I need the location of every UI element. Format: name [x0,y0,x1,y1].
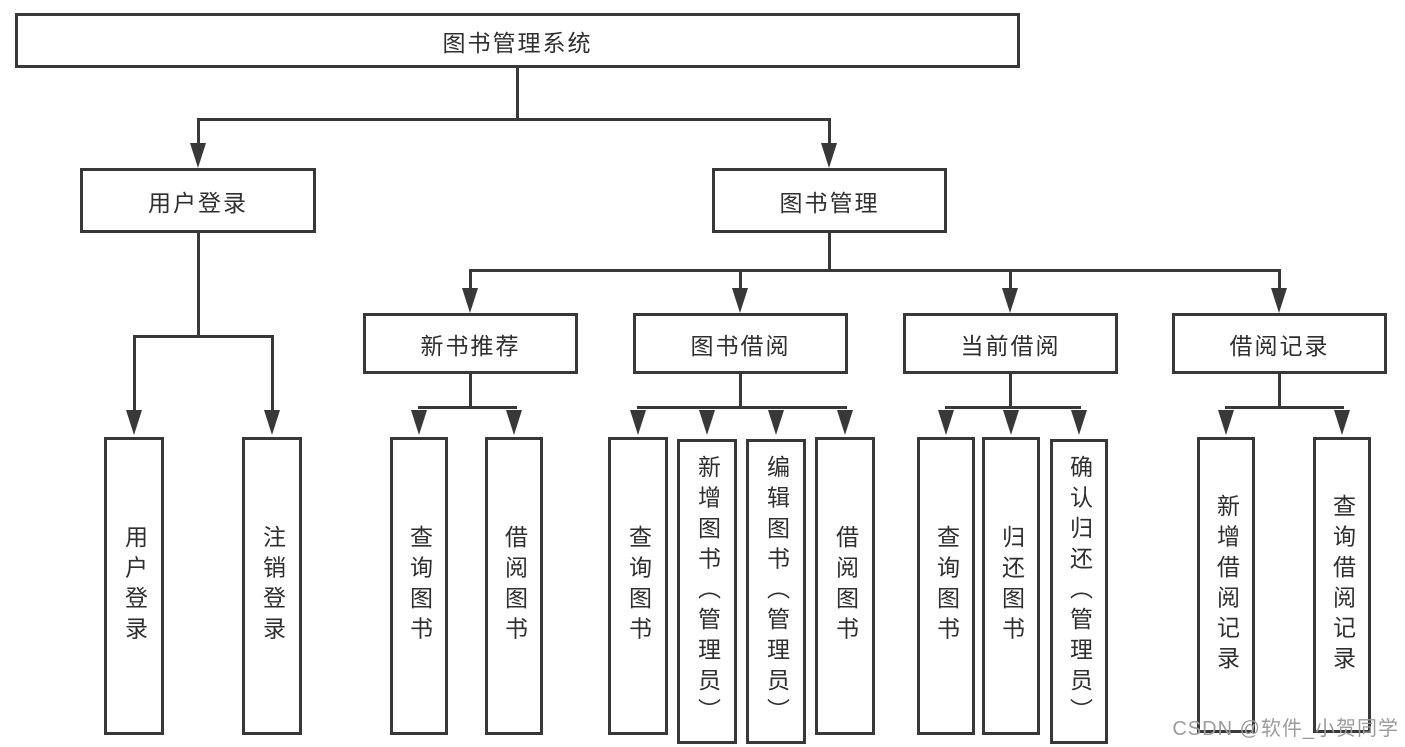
connector-line [469,269,472,291]
arrow-down-icon [699,410,715,435]
leaf-query-borrow-record-label: 查询借阅记录 [1329,493,1356,677]
arrow-down-icon [821,143,837,168]
node-book-borrow: 图书借阅 [633,313,848,374]
leaf-query-books-3-label: 查询图书 [933,525,960,647]
leaf-add-books-admin: 新增图书（管理员） [677,439,737,744]
node-user-login-label: 用户登录 [148,189,248,216]
connector-line [1225,406,1344,409]
leaf-edit-books-admin: 编辑图书（管理员） [746,439,806,744]
arrow-down-icon [630,410,646,435]
arrow-down-icon [1071,410,1087,435]
arrow-down-icon [1334,410,1350,435]
connector-line [133,335,274,338]
arrow-down-icon [1003,410,1019,435]
leaf-add-borrow-record-label: 新增借阅记录 [1213,493,1240,677]
arrow-down-icon [732,288,748,313]
arrow-down-icon [411,410,427,435]
node-book-borrow-label: 图书借阅 [690,332,791,359]
node-new-books-label: 新书推荐 [420,332,521,359]
arrow-down-icon [462,288,478,313]
connector-line [1278,269,1281,291]
node-user-login: 用户登录 [80,168,316,233]
node-root-label: 图书管理系统 [442,29,593,56]
connector-line [197,118,200,146]
node-current-borrow: 当前借阅 [903,313,1118,374]
connector-line [828,118,831,146]
leaf-borrow-books-1: 借阅图书 [485,437,543,735]
leaf-query-books-2: 查询图书 [608,437,668,735]
node-borrow-records: 借阅记录 [1172,313,1387,374]
leaf-confirm-return-admin: 确认归还（管理员） [1050,439,1108,744]
connector-line [133,335,136,411]
leaf-query-borrow-record: 查询借阅记录 [1313,437,1371,733]
arrow-down-icon [264,410,280,435]
connector-line [739,269,742,291]
leaf-user-login-label: 用户登录 [121,525,148,647]
connector-line [418,406,517,409]
connector-line [197,118,831,121]
leaf-query-books-1: 查询图书 [390,437,448,735]
connector-line [197,233,200,336]
leaf-query-books-3: 查询图书 [917,437,975,735]
node-current-borrow-label: 当前借阅 [960,332,1061,359]
connector-line [1009,374,1012,408]
connector-line [1009,269,1012,291]
arrow-down-icon [1002,288,1018,313]
leaf-add-borrow-record: 新增借阅记录 [1197,437,1255,733]
arrow-down-icon [190,143,206,168]
connector-line [828,233,831,271]
node-root: 图书管理系统 [15,13,1020,68]
connector-line [469,374,472,408]
arrow-down-icon [126,410,142,435]
csdn-watermark: CSDN @软件_小贺同学 [1172,718,1399,740]
arrow-down-icon [837,410,853,435]
leaf-user-login: 用户登录 [104,437,164,735]
connector-line [1278,374,1281,408]
node-borrow-records-label: 借阅记录 [1229,332,1330,359]
leaf-logout-label: 注销登录 [259,525,286,647]
leaf-borrow-books-2: 借阅图书 [815,437,875,735]
node-book-management: 图书管理 [712,168,947,233]
connector-line [469,269,1281,272]
leaf-confirm-return-admin-label: 确认归还（管理员） [1066,454,1093,729]
arrow-down-icon [1271,288,1287,313]
connector-line [739,374,742,408]
node-new-books: 新书推荐 [363,313,578,374]
connector-line [271,335,274,411]
node-book-management-label: 图书管理 [779,189,880,216]
leaf-return-books-label: 归还图书 [998,525,1025,647]
leaf-borrow-books-1-label: 借阅图书 [501,525,528,647]
connector-line [637,406,847,409]
connector-line [516,68,519,120]
leaf-query-books-1-label: 查询图书 [406,525,433,647]
leaf-return-books: 归还图书 [982,437,1040,735]
arrow-down-icon [506,410,522,435]
arrow-down-icon [938,410,954,435]
leaf-borrow-books-2-label: 借阅图书 [832,525,859,647]
leaf-edit-books-admin-label: 编辑图书（管理员） [763,454,790,729]
leaf-query-books-2-label: 查询图书 [625,525,652,647]
leaf-logout: 注销登录 [242,437,302,735]
arrow-down-icon [1218,410,1234,435]
leaf-add-books-admin-label: 新增图书（管理员） [694,454,721,729]
connector-line [945,406,1081,409]
arrow-down-icon [768,410,784,435]
